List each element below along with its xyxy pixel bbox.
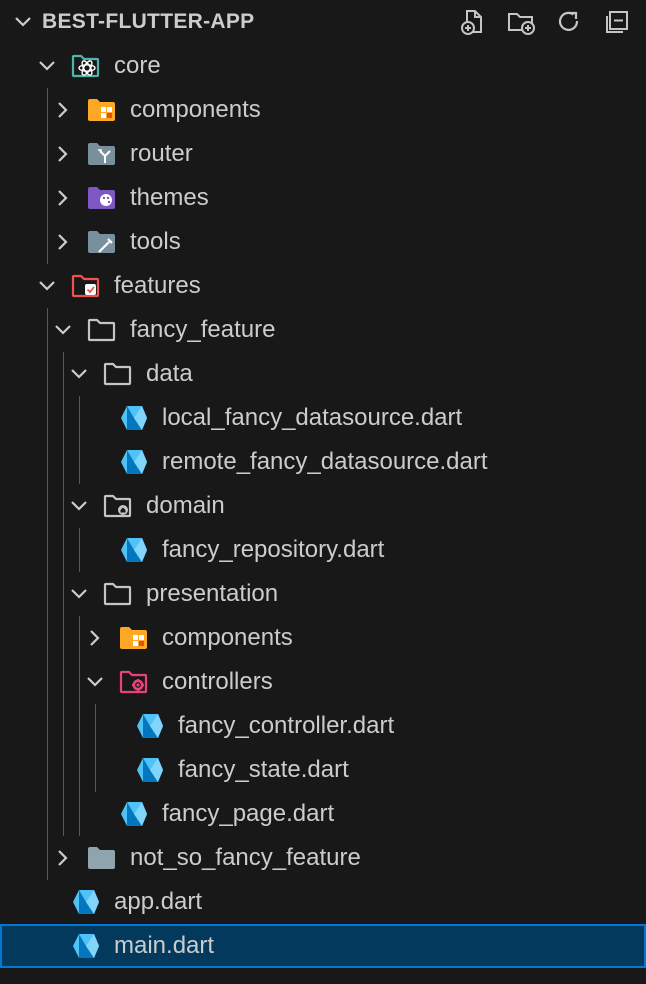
tree-item-label: not_so_fancy_feature [130, 844, 361, 871]
tree-folder-row[interactable]: themes [0, 176, 646, 220]
tree-item-label: remote_fancy_datasource.dart [162, 448, 488, 475]
tree-item-label: local_fancy_datasource.dart [162, 404, 463, 431]
refresh-icon [558, 11, 579, 31]
dart-file-icon [118, 799, 150, 829]
folder-router-icon [86, 139, 118, 169]
chevron-right-icon[interactable] [52, 143, 74, 165]
refresh-button[interactable] [550, 6, 588, 38]
folder-tools-icon [86, 227, 118, 257]
tree-folder-row[interactable]: core [0, 44, 646, 88]
tree-item-label: components [162, 624, 293, 651]
tree-folder-row[interactable]: components [0, 616, 646, 660]
folder-controllers-icon [118, 667, 150, 697]
tree-folder-row[interactable]: router [0, 132, 646, 176]
tree-item-label: fancy_repository.dart [162, 536, 385, 563]
tree-item-label: router [130, 140, 193, 167]
new-file-icon [461, 10, 482, 35]
tree-item-label: app.dart [114, 888, 203, 915]
tree-item-label: tools [130, 228, 181, 255]
tree-folder-row[interactable]: domain [0, 484, 646, 528]
chevron-right-icon[interactable] [84, 627, 106, 649]
tree-item-label: fancy_feature [130, 316, 276, 343]
tree-item-label: fancy_controller.dart [178, 712, 395, 739]
chevron-right-icon[interactable] [52, 847, 74, 869]
chevron-right-icon[interactable] [52, 231, 74, 253]
folder-components-icon [118, 623, 150, 653]
new-file-button[interactable] [454, 6, 492, 38]
dart-file-icon [70, 931, 102, 961]
chevron-right-icon[interactable] [52, 187, 74, 209]
folder-outline-icon [102, 359, 134, 389]
new-folder-icon [508, 13, 535, 35]
folder-core-icon [70, 51, 102, 81]
tree-item-label: components [130, 96, 261, 123]
indent-guide [79, 396, 80, 484]
indent-guide [79, 528, 80, 572]
tree-item-label: domain [146, 492, 225, 519]
tree-file-row[interactable]: fancy_page.dart [0, 792, 646, 836]
folder-filled-icon [86, 843, 118, 873]
dart-file-icon [134, 755, 166, 785]
file-tree: core components router themes tools feat… [0, 44, 646, 968]
explorer-header[interactable]: BEST-FLUTTER-APP [0, 0, 646, 44]
tree-folder-row[interactable]: fancy_feature [0, 308, 646, 352]
tree-folder-row[interactable]: tools [0, 220, 646, 264]
chevron-down-icon[interactable] [36, 275, 58, 297]
tree-file-row[interactable]: main.dart [0, 924, 646, 968]
tree-item-label: controllers [162, 668, 273, 695]
indent-guide [47, 88, 48, 264]
explorer-actions [454, 6, 636, 38]
dart-file-icon [118, 535, 150, 565]
chevron-down-icon[interactable] [12, 11, 34, 33]
tree-item-label: main.dart [114, 932, 215, 959]
folder-components-icon [86, 95, 118, 125]
folder-features-icon [70, 271, 102, 301]
tree-file-row[interactable]: fancy_repository.dart [0, 528, 646, 572]
dart-file-icon [134, 711, 166, 741]
tree-file-row[interactable]: fancy_state.dart [0, 748, 646, 792]
folder-outline-icon [86, 315, 118, 345]
tree-folder-row[interactable]: data [0, 352, 646, 396]
chevron-down-icon[interactable] [52, 319, 74, 341]
folder-themes-icon [86, 183, 118, 213]
tree-item-label: presentation [146, 580, 279, 607]
tree-item-label: core [114, 52, 161, 79]
dart-file-icon [118, 403, 150, 433]
tree-folder-row[interactable]: features [0, 264, 646, 308]
collapse-all-icon [606, 11, 628, 33]
dart-file-icon [118, 447, 150, 477]
new-folder-button[interactable] [502, 6, 540, 38]
tree-item-label: themes [130, 184, 209, 211]
folder-domain-icon [102, 491, 134, 521]
folder-outline-icon [102, 579, 134, 609]
tree-folder-row[interactable]: not_so_fancy_feature [0, 836, 646, 880]
chevron-down-icon[interactable] [36, 55, 58, 77]
workspace-title: BEST-FLUTTER-APP [42, 10, 255, 33]
tree-item-label: fancy_state.dart [178, 756, 349, 783]
indent-guide [63, 352, 64, 836]
tree-item-label: data [146, 360, 193, 387]
tree-file-row[interactable]: local_fancy_datasource.dart [0, 396, 646, 440]
chevron-right-icon[interactable] [52, 99, 74, 121]
tree-file-row[interactable]: fancy_controller.dart [0, 704, 646, 748]
tree-file-row[interactable]: remote_fancy_datasource.dart [0, 440, 646, 484]
collapse-all-button[interactable] [598, 6, 636, 38]
chevron-down-icon[interactable] [68, 495, 90, 517]
tree-file-row[interactable]: app.dart [0, 880, 646, 924]
indent-guide [47, 308, 48, 880]
chevron-down-icon[interactable] [68, 363, 90, 385]
chevron-down-icon[interactable] [68, 583, 90, 605]
tree-item-label: features [114, 272, 201, 299]
indent-guide [79, 616, 80, 836]
tree-folder-row[interactable]: components [0, 88, 646, 132]
dart-file-icon [70, 887, 102, 917]
tree-folder-row[interactable]: controllers [0, 660, 646, 704]
tree-item-label: fancy_page.dart [162, 800, 335, 827]
tree-folder-row[interactable]: presentation [0, 572, 646, 616]
indent-guide [95, 704, 96, 792]
chevron-down-icon[interactable] [84, 671, 106, 693]
